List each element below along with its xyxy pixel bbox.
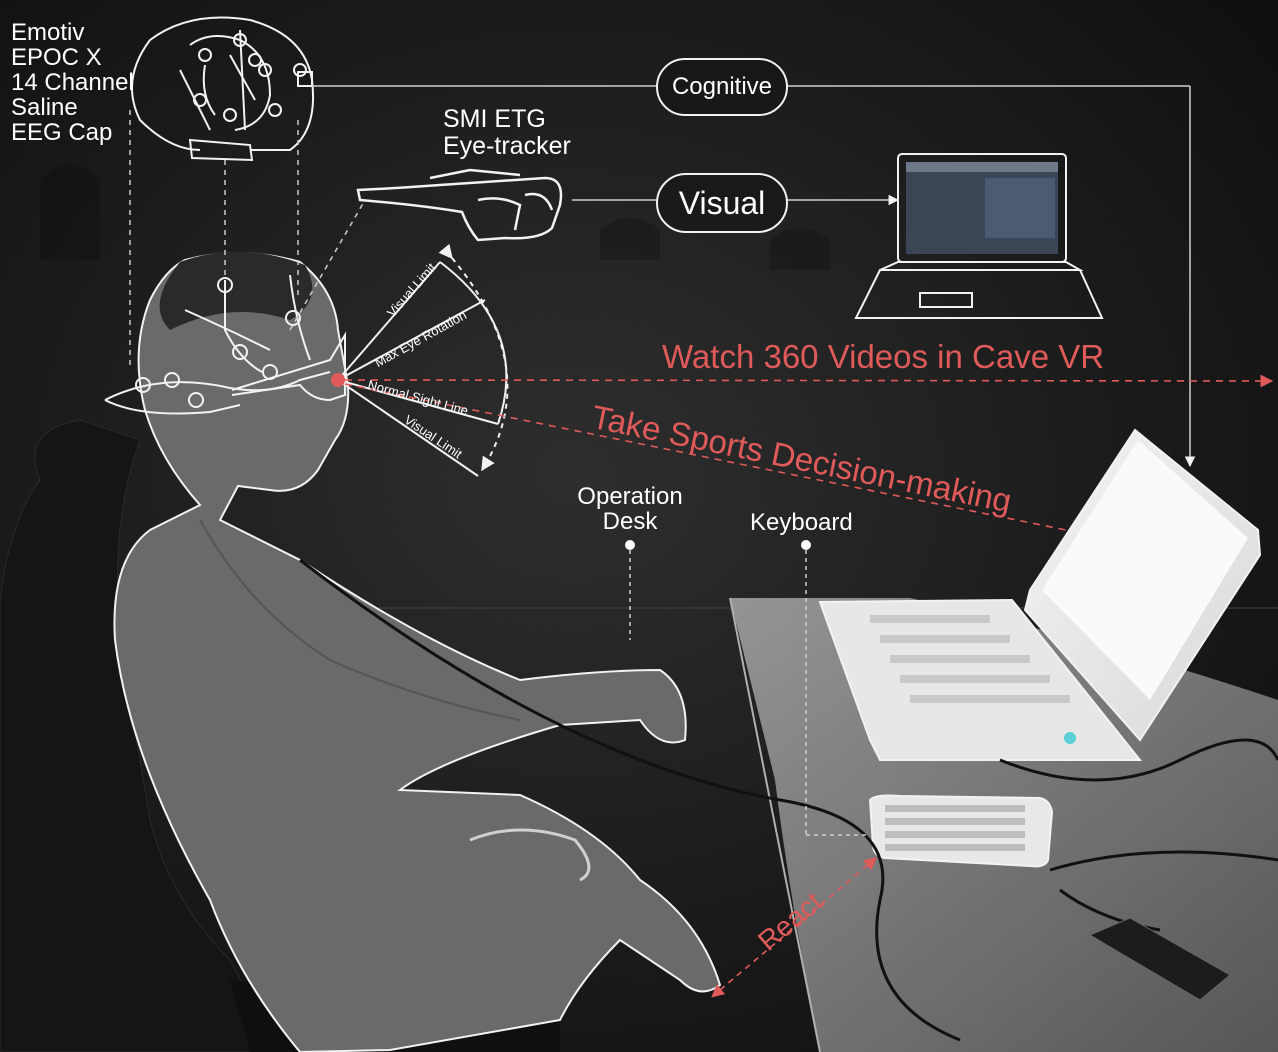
eeg-cap-worn: [104, 274, 331, 415]
eeg-device-label: Emotiv EPOC X 14 Channel Saline EEG Cap: [11, 20, 134, 145]
eye-focus-point: [331, 373, 345, 387]
participant-figure: [113, 251, 722, 1052]
react-arrow: [711, 857, 877, 998]
desk-laptop: [818, 428, 1262, 761]
laptop-illustration: [854, 153, 1104, 319]
eeg-label-line: 14 Channel: [11, 69, 134, 96]
cap-projection-lines: [129, 110, 366, 370]
eeg-label-line: EPOC X: [11, 44, 102, 71]
eeg-label-line: EEG Cap: [11, 119, 113, 146]
eye-tracker-illustration: [356, 168, 563, 242]
operation-desk-label: Operation Desk: [568, 484, 692, 534]
cognitive-pill: Cognitive: [656, 58, 788, 116]
operation-desk-marker: [625, 540, 635, 550]
desk-label-line: Desk: [602, 508, 658, 535]
sight-angle-fan: [337, 243, 509, 477]
eeg-label-line: Emotiv: [11, 19, 85, 46]
watch-videos-label: Watch 360 Videos in Cave VR: [662, 338, 1105, 375]
eye-tracker-worn: [231, 331, 346, 402]
chair: [0, 419, 281, 1052]
cognitive-connector: [312, 85, 1196, 468]
desk-label-line: Operation: [577, 483, 683, 510]
keyboard-label: Keyboard: [750, 509, 853, 536]
visual-pill: Visual: [656, 173, 788, 233]
keypad-device: [868, 794, 1054, 868]
power-adapter: [1088, 917, 1231, 1001]
tracker-label-line: Eye-tracker: [443, 132, 571, 160]
watch-arrow: [344, 374, 1274, 388]
tracker-label-line: SMI ETG: [443, 105, 546, 133]
cables: [299, 558, 1278, 1042]
desk-pointer-lines: [629, 550, 870, 836]
background-arches: [40, 165, 830, 270]
eye-tracker-label: SMI ETG Eye-tracker: [443, 106, 571, 160]
decision-arrow: [344, 383, 1142, 549]
eeg-label-line: Saline: [11, 94, 78, 121]
keyboard-marker: [801, 540, 811, 550]
eeg-cap-illustration: [131, 16, 314, 162]
